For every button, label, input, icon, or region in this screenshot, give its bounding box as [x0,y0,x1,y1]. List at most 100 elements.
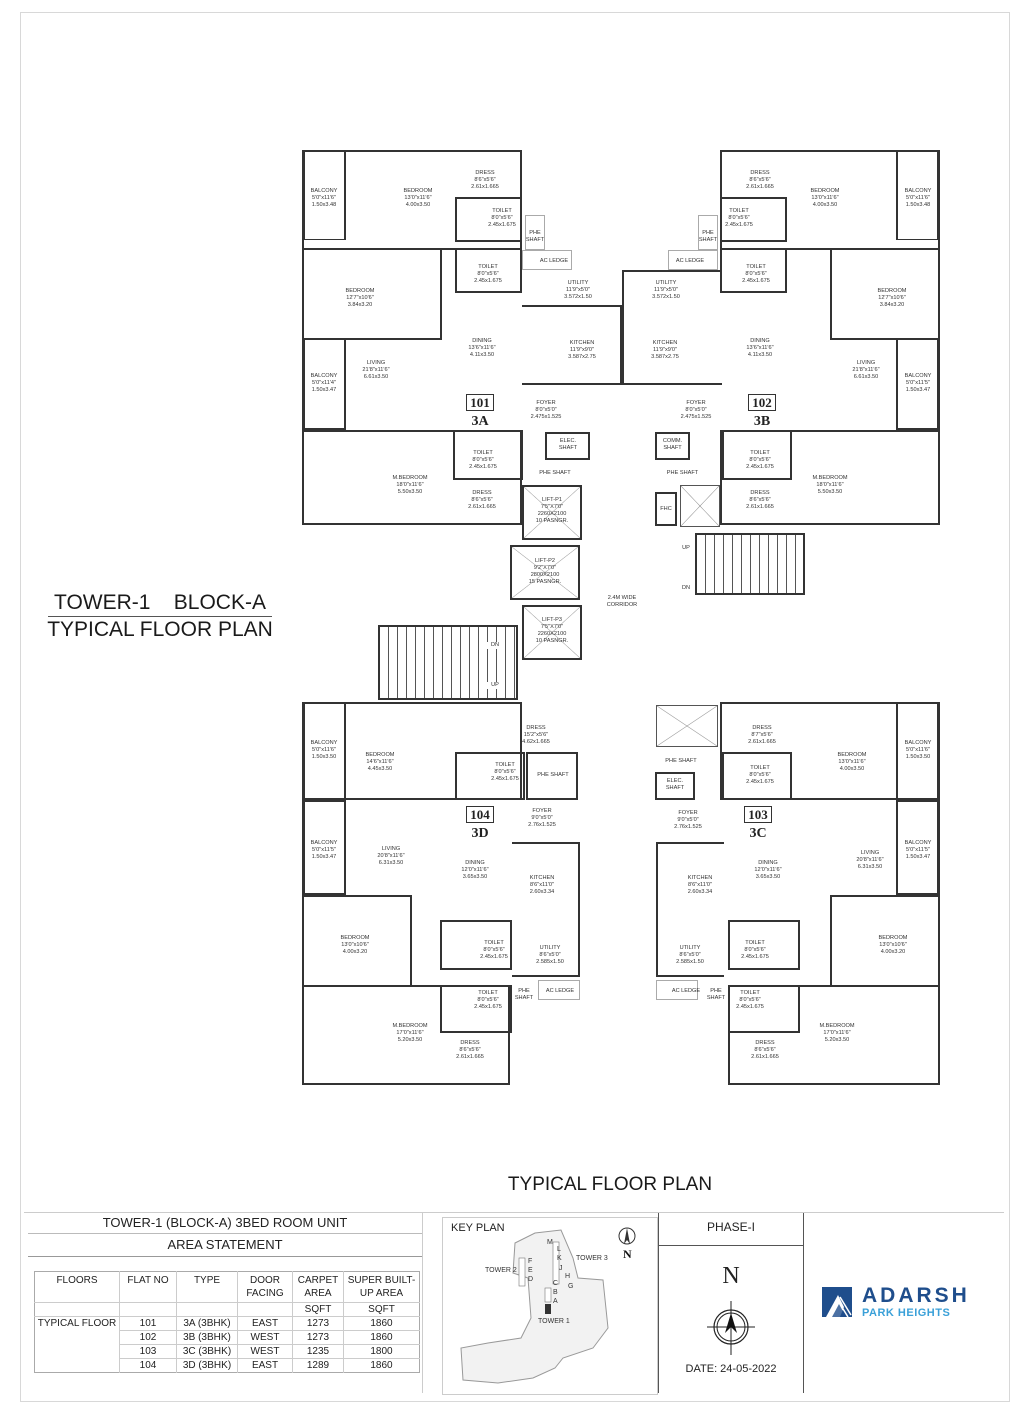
svg-text:H: H [565,1273,570,1280]
stair-up-label: UP [485,682,505,689]
unit-102-ac-ledge [668,250,718,270]
elec-shaft-label: ELEC.SHAFT [558,438,578,451]
site-map-icon: TOWER 1 TOWER 2 TOWER 3 A B C D E F G H … [460,1227,636,1384]
title-block: TOWER-1 (BLOCK-A) 3BED ROOM UNIT AREA ST… [24,1212,1004,1398]
svg-text:TOWER 3: TOWER 3 [576,1255,608,1262]
room-label: AC LEDGE [545,988,575,994]
unit-102-phe-shaft [698,215,718,250]
brand-name: ADARSH [862,1284,970,1307]
room-label: AC LEDGE [539,258,569,264]
unit-sqft: SQFT [343,1302,420,1317]
key-plan: KEY PLAN TOWER 1 TOWER 2 TOWER 3 A B C D… [442,1217,658,1395]
plan-caption: TYPICAL FLOOR PLAN [507,1174,713,1195]
col-door-facing: DOOR FACING [237,1271,293,1303]
unit-104-ac-ledge [538,980,580,1000]
svg-text:K: K [557,1255,562,1262]
unit-102-balcony2 [896,338,940,430]
comm-shaft [655,432,690,460]
unit-104-balcony1 [302,702,346,800]
col-carpet-area: CARPET AREA [292,1271,344,1303]
area-statement-title: TOWER-1 (BLOCK-A) 3BED ROOM UNIT [28,1213,422,1234]
comm-shaft-label: COMM.SHAFT [662,438,683,451]
phe-shaft-c [526,752,578,800]
unit-103-balcony2 [896,800,940,895]
lift-p2 [510,545,580,600]
stair-dn-label: DN [485,642,505,649]
area-table: FLOORS FLAT NO TYPE DOOR FACING CARPET A… [34,1271,420,1373]
fire-hose-cabinet [655,492,677,526]
elec-shaft-label: ELEC.SHAFT [665,778,685,791]
unit-sqft: SQFT [292,1302,344,1317]
svg-text:D: D [528,1276,533,1283]
table-row: 103 3C (3BHK) WEST 1235 1800 [35,1344,420,1359]
unit-102-toilet1 [720,197,787,242]
col-super-built-up-area: SUPER BUILT-UP AREA [343,1271,420,1303]
unit-104-master-bedroom [302,985,510,1085]
phase-label: PHASE-I [659,1213,803,1246]
title-tower-block: TOWER-1 BLOCK-A [48,590,272,617]
unit-104-toilet3 [440,985,512,1033]
unit-104-toilet1 [455,752,525,800]
svg-text:G: G [568,1283,573,1290]
svg-text:E: E [528,1267,533,1274]
fhc-label: FHC [660,506,672,512]
stair-dn-label: DN [678,585,694,592]
unit-101-balcony1 [302,150,346,240]
lift-p3 [522,605,582,660]
drawing-date: DATE: 24-05-2022 [685,1363,777,1375]
svg-text:F: F [528,1258,532,1265]
phe-shaft-label: PHE SHAFT [537,772,569,778]
unit-102-balcony1 [896,150,940,240]
drawing-title: TOWER-1 BLOCK-A TYPICAL FLOOR PLAN [30,590,290,643]
north-arrow-icon [707,1301,755,1355]
unit-103-toilet1 [722,752,792,800]
elec-shaft-b [655,772,695,800]
unit-102-kitchen [622,270,722,385]
units-row: SQFT SQFT [34,1302,420,1317]
unit-103-master-bedroom [728,985,940,1085]
unit-102-bedroom2 [830,248,940,340]
room-label: AC LEDGE [675,258,705,264]
svg-text:J: J [559,1265,563,1272]
